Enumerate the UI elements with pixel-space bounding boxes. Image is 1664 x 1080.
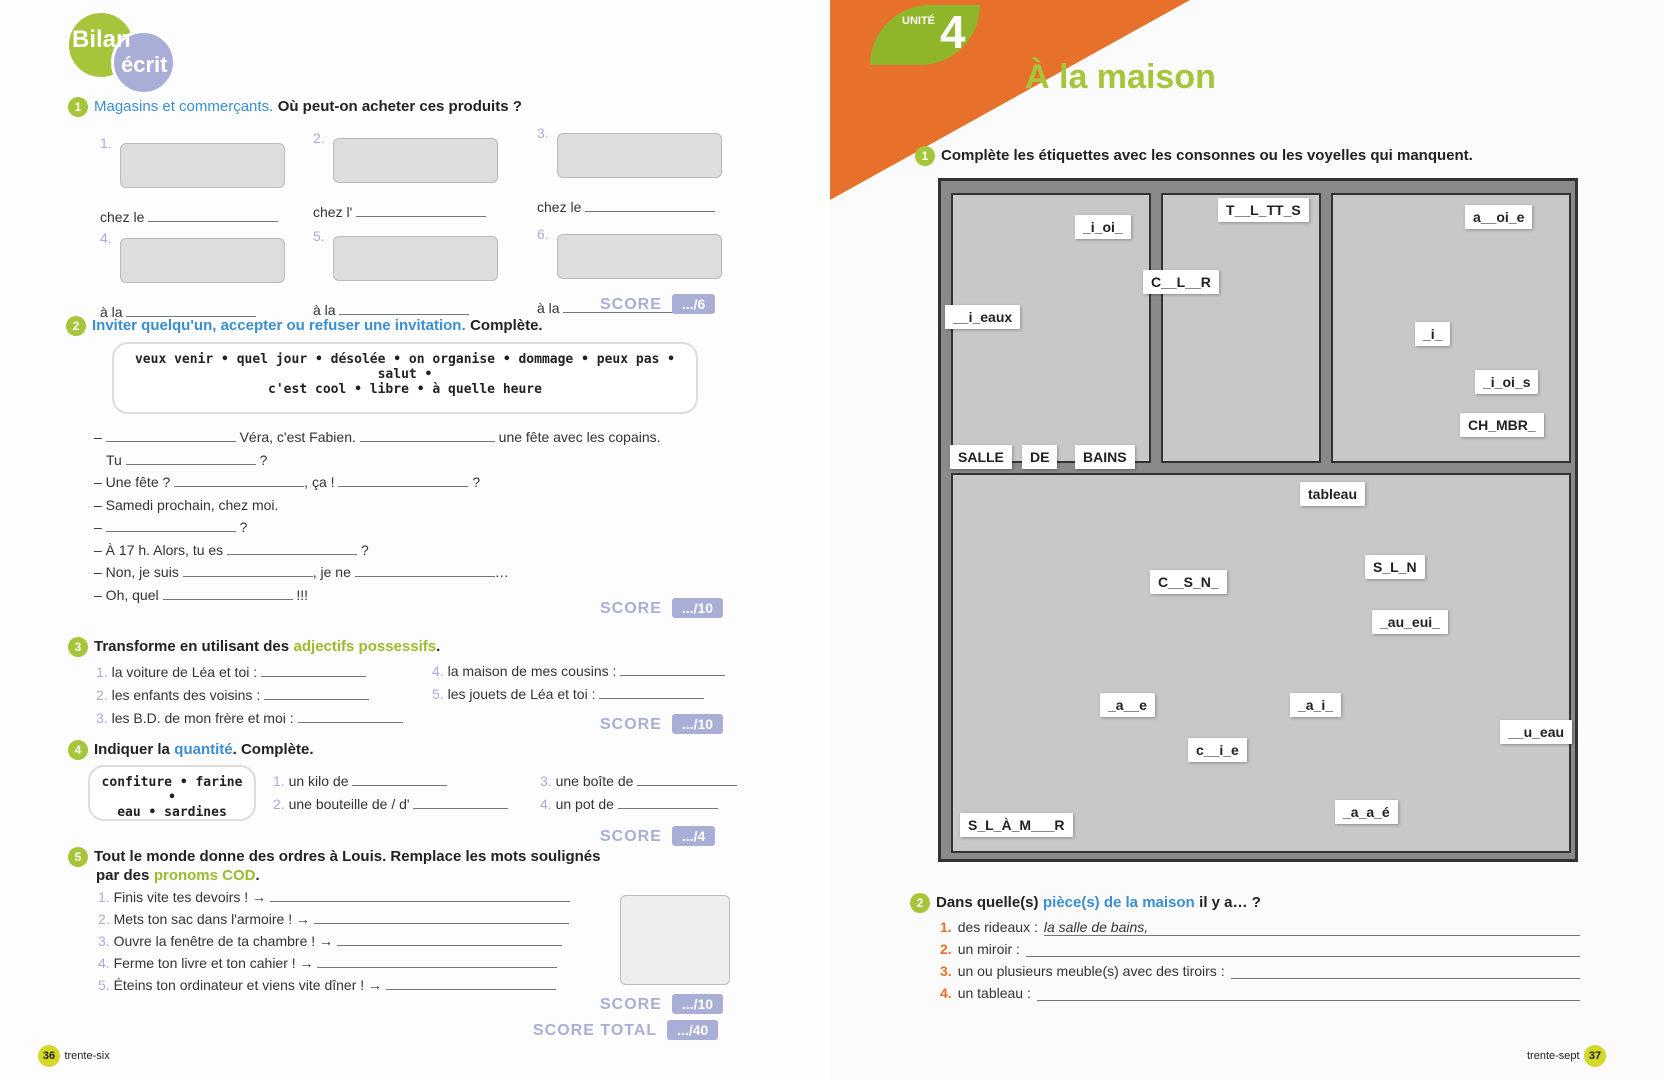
house-label[interactable]: S_L_À_M___R: [960, 813, 1073, 837]
ex4-score: SCORE.../4: [600, 826, 716, 846]
food-image: [120, 143, 285, 188]
ex4-item: 4. un pot de: [540, 795, 718, 812]
house-label[interactable]: _i_oi_: [1075, 215, 1131, 239]
ex5-item: 3. Ouvre la fenêtre de ta chambre ! →: [98, 932, 562, 949]
answer-line[interactable]: [339, 301, 470, 315]
ex1-score: SCORE.../6: [600, 294, 716, 314]
answer-line[interactable]: [148, 208, 279, 222]
ex1-item: 4. à la: [100, 230, 300, 320]
left-page-footer: 36 trente-six: [38, 1045, 110, 1067]
food-image: [333, 138, 498, 183]
answer-line[interactable]: [126, 303, 257, 317]
house-label[interactable]: __u_eau: [1500, 720, 1573, 744]
answer-line[interactable]: [356, 203, 487, 217]
ex1-item: 5. à la: [313, 228, 513, 318]
house-label[interactable]: C__S_N_: [1150, 570, 1227, 594]
ex1-item: 3. chez le: [537, 125, 737, 215]
house-label[interactable]: _i_: [1415, 322, 1451, 346]
r-ex2-item: 3.un ou plusieurs meuble(s) avec des tir…: [940, 963, 1580, 979]
ex4-item: 2. une bouteille de / d': [273, 795, 509, 812]
ex1-item: 6. à la: [537, 226, 737, 316]
house-label[interactable]: S_L_N: [1365, 555, 1425, 579]
house-illustration: [938, 178, 1578, 862]
house-label[interactable]: c__i_e: [1188, 738, 1247, 762]
house-label[interactable]: C__L__R: [1143, 270, 1219, 294]
house-label[interactable]: T__L_TT_S: [1218, 198, 1309, 222]
house-label[interactable]: _i_oi_s: [1475, 370, 1539, 394]
r-ex2-item: 1.des rideaux :la salle de bains,: [940, 919, 1580, 936]
ex3-item: 3. les B.D. de mon frère et moi :: [96, 709, 403, 726]
ex5-item: 2. Mets ton sac dans l'armoire ! →: [98, 910, 569, 927]
house-label[interactable]: BAINS: [1075, 445, 1135, 469]
ex2-score: SCORE.../10: [600, 598, 724, 618]
house-label[interactable]: _au_eui_: [1372, 610, 1448, 634]
house-label[interactable]: a__oi_e: [1465, 205, 1533, 229]
answer-line[interactable]: [1230, 963, 1580, 979]
ex5-item: 4. Ferme ton livre et ton cahier ! →: [98, 954, 558, 971]
ex4-item: 1. un kilo de: [273, 772, 448, 789]
food-image: [557, 133, 722, 178]
answer-line[interactable]: [1036, 985, 1580, 1001]
r-ex2-item: 4.un tableau :: [940, 985, 1580, 1001]
right-page-footer: trente-sept 37: [1527, 1045, 1607, 1067]
ex4-word-bank: confiture • farine •eau • sardines: [88, 765, 256, 821]
ex5-item: 1. Finis vite tes devoirs ! →: [98, 888, 570, 905]
ex1-item: 2. chez l': [313, 130, 513, 220]
answer-line[interactable]: [585, 198, 716, 212]
page-title: À la maison: [1025, 58, 1216, 96]
ex3-item: 1. la voiture de Léa et toi :: [96, 663, 367, 680]
house-label[interactable]: __i_eaux: [945, 305, 1021, 329]
boy-illustration: [620, 895, 730, 985]
house-label[interactable]: CH_MBR_: [1460, 413, 1544, 437]
ex3-item: 4. la maison de mes cousins :: [432, 662, 726, 679]
ex2-word-bank: veux venir • quel jour • désolée • on or…: [112, 342, 698, 414]
ex1-item: 1. chez le: [100, 135, 300, 225]
house-label[interactable]: _a__e: [1100, 693, 1155, 717]
ex3-item: 2. les enfants des voisins :: [96, 686, 370, 703]
bilan-ecrit-logo: Bilan écrit: [66, 10, 181, 95]
ex3-score: SCORE.../10: [600, 714, 724, 734]
answer-line[interactable]: la salle de bains,: [1043, 919, 1580, 936]
house-label[interactable]: SALLE: [950, 445, 1012, 469]
ex4-item: 3. une boîte de: [540, 772, 738, 789]
ex3-item: 5. les jouets de Léa et toi :: [432, 685, 705, 702]
ex5-score: SCORE.../10: [600, 994, 724, 1014]
ex2-dialogue: – Véra, c'est Fabien. une fête avec les …: [94, 429, 661, 603]
answer-line[interactable]: [1025, 941, 1580, 957]
house-label[interactable]: _a_a_é: [1335, 800, 1398, 824]
r-ex2-item: 2.un miroir :: [940, 941, 1580, 957]
house-label[interactable]: tableau: [1300, 482, 1366, 506]
ex5-item: 5. Éteins ton ordinateur et viens vite d…: [98, 976, 556, 993]
total-score: SCORE TOTAL.../40: [533, 1020, 719, 1040]
food-image: [333, 236, 498, 281]
answer-line[interactable]: [563, 299, 694, 313]
house-label[interactable]: DE: [1022, 445, 1058, 469]
house-label[interactable]: _a_i_: [1290, 693, 1342, 717]
food-image: [120, 238, 285, 283]
food-image: [557, 234, 722, 279]
